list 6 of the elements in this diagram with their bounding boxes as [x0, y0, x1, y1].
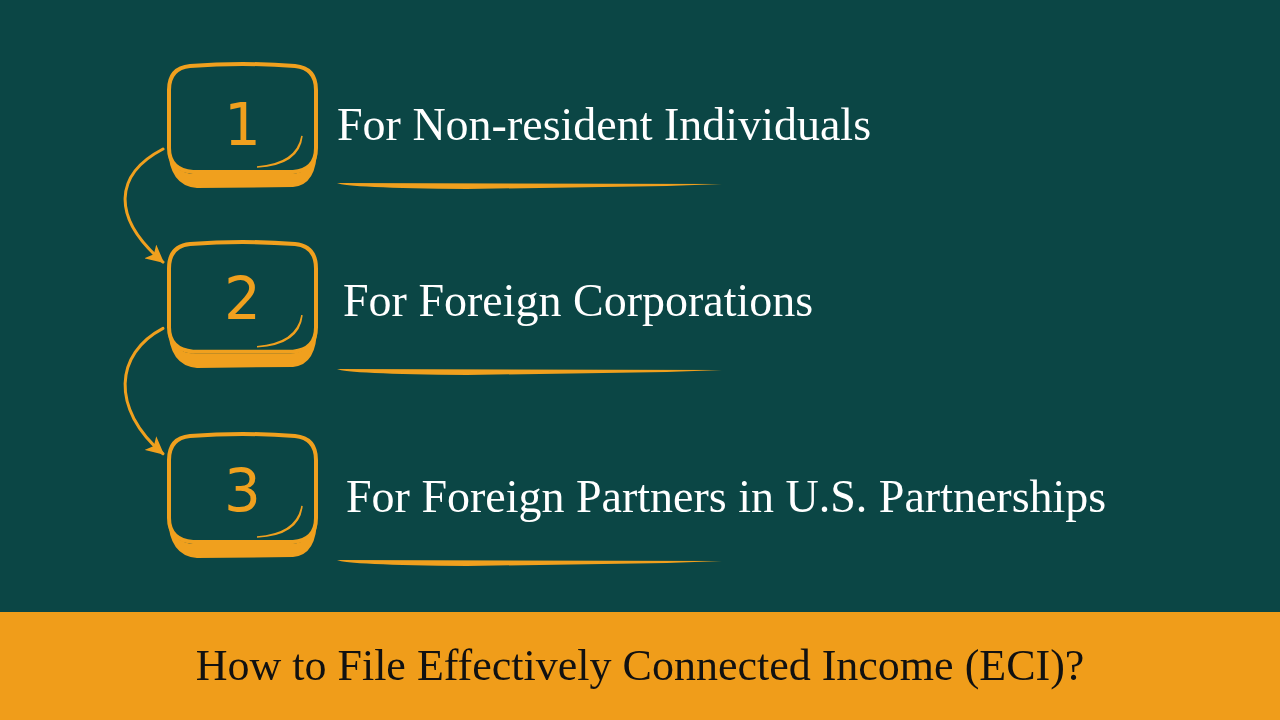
item-label: For Foreign Partners in U.S. Partnerships [346, 472, 1107, 523]
title: How to File Effectively Connected Income (ECI)? [195, 641, 1085, 691]
item-label: For Foreign Corporations [343, 276, 814, 327]
item-label: For Non-resident Individuals [337, 100, 872, 151]
curved-arrow [123, 147, 165, 264]
curved-arrow [123, 326, 165, 456]
